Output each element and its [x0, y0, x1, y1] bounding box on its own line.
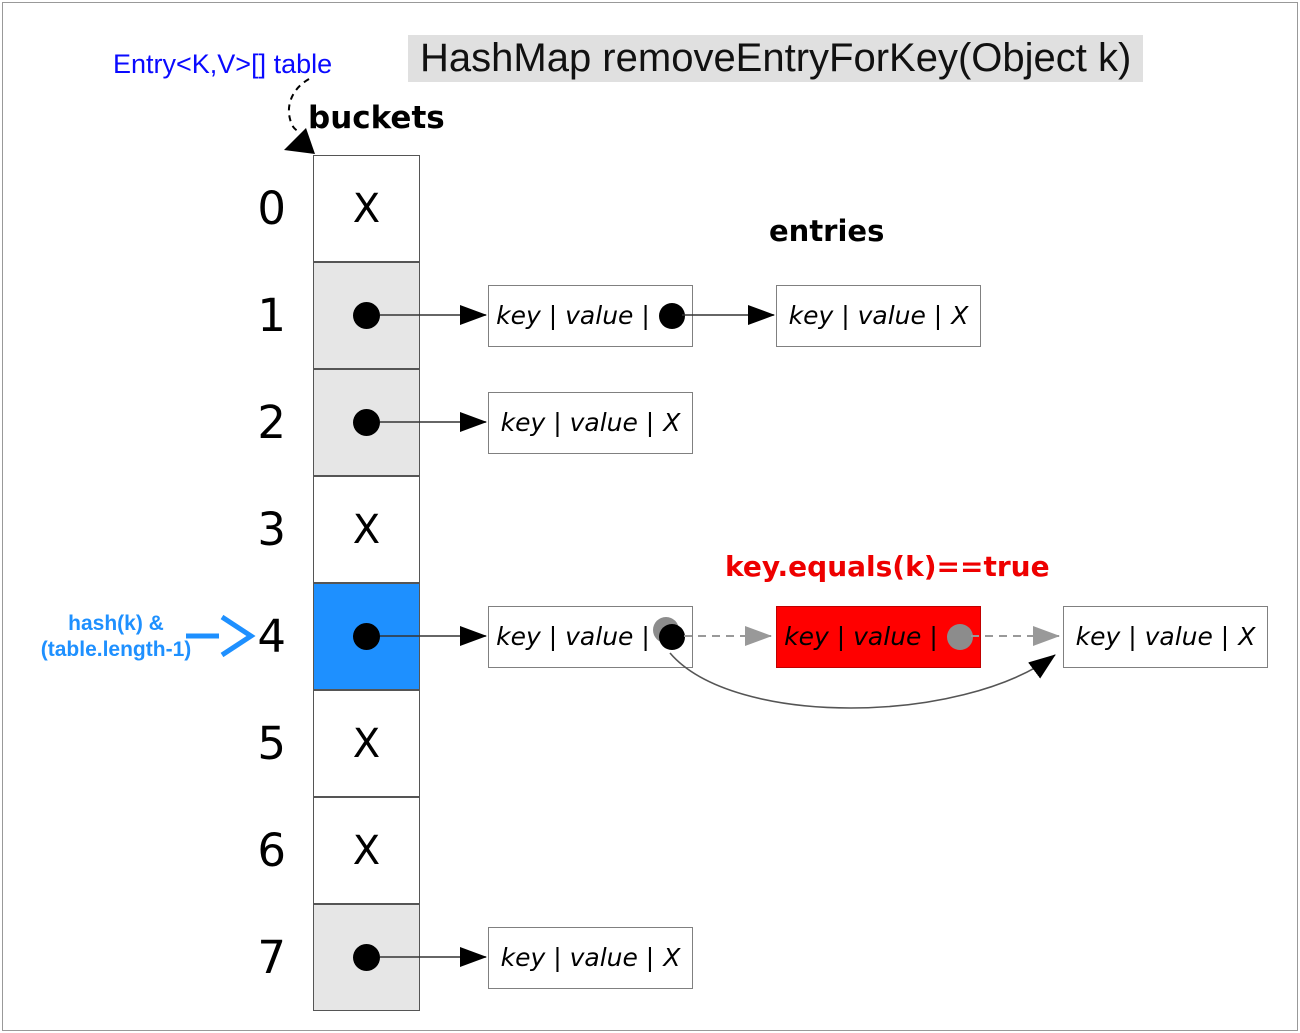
table-reference-label: Entry<K,V>[] table — [113, 49, 333, 79]
null-x-marker: X — [352, 720, 381, 767]
hash-function-annotation: hash(k) & (table.length-1) — [17, 611, 215, 663]
entry-node: key | value | X — [488, 926, 693, 989]
bucket-index: 5 — [257, 717, 286, 770]
key-equals-annotation: key.equals(k)==true — [725, 550, 1050, 583]
next-pointer-dot-with-shadow — [652, 616, 685, 650]
entry-node: key | value | X — [488, 391, 693, 454]
buckets-label: buckets — [308, 100, 445, 136]
bucket-pointer-dot — [353, 623, 380, 650]
entry-fields-label: key | value | — [784, 622, 938, 651]
entries-label: entries — [769, 214, 885, 248]
page-title: HashMap removeEntryForKey(Object k) — [408, 35, 1144, 82]
null-x-marker: X — [663, 408, 681, 437]
null-x-marker: X — [951, 301, 969, 330]
entry-fields-label: key | value | — [1075, 622, 1230, 651]
entry-fields-label: key | value | — [496, 622, 650, 651]
bucket-index: 1 — [257, 289, 286, 342]
hash-function-line1: hash(k) & — [68, 612, 164, 635]
entry-node: key | value | — [488, 284, 693, 347]
bucket-index: 7 — [257, 931, 286, 984]
entry-node: key | value | X — [1063, 605, 1268, 668]
entry-node: key | value | — [488, 605, 693, 668]
bucket-cell: X — [313, 155, 420, 262]
arrow-layer — [186, 78, 1060, 967]
null-x-marker: X — [1238, 622, 1256, 651]
arrow-table-ref-curve — [288, 78, 310, 133]
entry-node: key | value | X — [776, 284, 981, 347]
entry-node-removed: key | value | — [776, 605, 981, 668]
bucket-cell: X — [313, 476, 420, 583]
bucket-cell — [313, 369, 420, 476]
bucket-cell — [313, 904, 420, 1011]
bucket-cell: X — [313, 797, 420, 904]
entry-fields-label: key | value | — [788, 301, 943, 330]
entry-fields-label: key | value | — [496, 301, 650, 330]
null-x-marker: X — [352, 506, 381, 553]
bucket-pointer-dot — [353, 409, 380, 436]
bucket-index: 0 — [257, 182, 286, 235]
next-pointer-dot — [658, 623, 685, 650]
null-x-marker: X — [352, 827, 381, 874]
bucket-pointer-dot — [353, 944, 380, 971]
next-pointer-dot-gray — [946, 623, 973, 650]
hash-function-line2: (table.length-1) — [40, 638, 192, 661]
bucket-cell — [313, 262, 420, 369]
bucket-index: 4 — [257, 610, 286, 663]
null-x-marker: X — [663, 943, 681, 972]
entry-fields-label: key | value | — [500, 943, 655, 972]
bucket-cell — [313, 583, 420, 690]
next-pointer-dot — [658, 302, 685, 329]
entry-fields-label: key | value | — [500, 408, 655, 437]
bucket-index: 3 — [257, 503, 286, 556]
bucket-index: 2 — [257, 396, 286, 449]
bucket-cell: X — [313, 690, 420, 797]
bucket-pointer-dot — [353, 302, 380, 329]
null-x-marker: X — [352, 185, 381, 232]
bucket-index: 6 — [257, 824, 286, 877]
